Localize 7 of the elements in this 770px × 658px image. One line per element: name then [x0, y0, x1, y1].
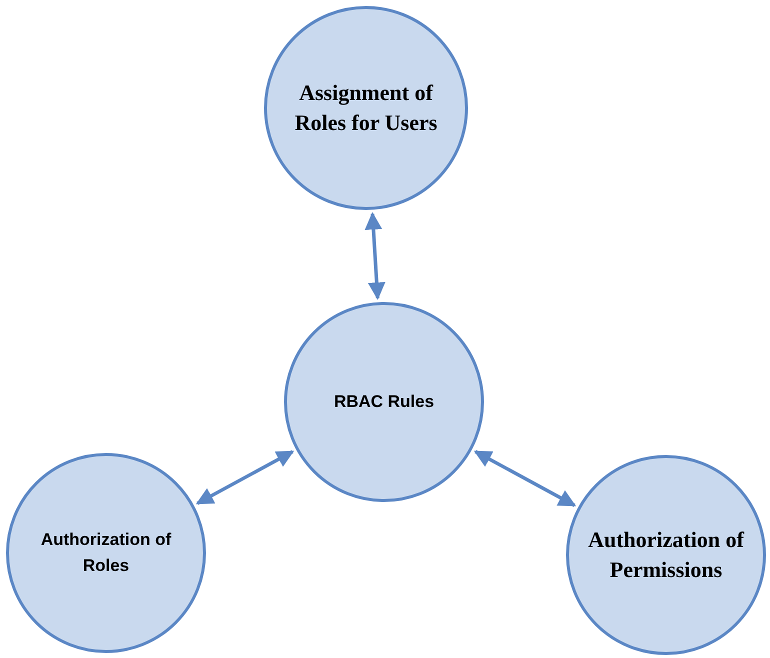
node-label: RBAC Rules [334, 391, 434, 413]
node-label: Authorization of Roles [40, 529, 172, 577]
double-arrow [196, 450, 294, 505]
node-label: Authorization of Permissions [587, 526, 746, 584]
double-arrow [364, 212, 386, 300]
double-arrow [474, 450, 576, 507]
node-label: Assignment of Roles for Users [294, 79, 438, 137]
